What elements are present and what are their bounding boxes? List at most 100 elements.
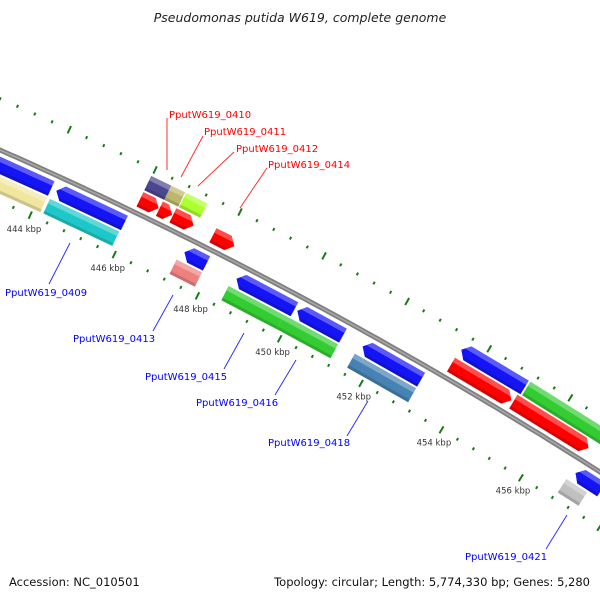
minor-tick: [407, 409, 412, 413]
gene-feature[interactable]: [0, 152, 55, 196]
feature-label-0418[interactable]: PputW619_0418: [268, 438, 350, 449]
minor-tick: [422, 309, 426, 313]
leader-line-0409: [48, 242, 71, 285]
gene-feature[interactable]: [43, 198, 120, 246]
minor-tick: [423, 418, 428, 423]
gene-bevel-dark: [144, 187, 166, 200]
minor-tick: [50, 120, 54, 124]
gene-bevel-dark: [43, 210, 114, 246]
gene-body: [362, 342, 426, 387]
minor-tick: [343, 372, 347, 377]
feature-label-0413[interactable]: PputW619_0413: [73, 334, 155, 345]
major-tick: [358, 379, 364, 388]
minor-tick: [535, 485, 539, 490]
leader-line-0418: [346, 400, 369, 437]
gene-feature[interactable]: [236, 274, 299, 317]
major-tick: [27, 211, 33, 220]
feature-label-0416[interactable]: PputW619_0416: [196, 398, 278, 409]
genome-summary-text: Topology: circular; Length: 5,774,330 bp…: [273, 575, 590, 589]
gene-feature[interactable]: [522, 381, 600, 468]
minor-tick: [438, 318, 442, 323]
gene-bevel-dark: [347, 364, 410, 403]
gene-body: [221, 286, 285, 330]
minor-tick: [305, 245, 309, 249]
minor-tick: [170, 176, 174, 181]
gene-feature[interactable]: [164, 185, 186, 207]
gene-feature[interactable]: [221, 286, 285, 330]
gene-bevel-light: [174, 259, 202, 277]
feature-label-0421[interactable]: PputW619_0421: [465, 552, 547, 563]
minor-tick: [79, 236, 83, 241]
leader-lines: [48, 118, 568, 550]
tick-label: 450 kbp: [255, 348, 290, 358]
minor-tick: [261, 328, 265, 332]
feature-label-0412[interactable]: PputW619_0412: [236, 144, 318, 155]
minor-tick: [327, 363, 331, 368]
minor-tick: [503, 466, 507, 470]
gene-body: [509, 394, 589, 452]
minor-tick: [212, 302, 216, 307]
minor-tick: [520, 366, 524, 371]
gene-body: [347, 353, 417, 403]
gene-feature[interactable]: [557, 479, 588, 506]
gene-feature[interactable]: [184, 248, 211, 271]
minor-tick: [310, 354, 314, 359]
gene-feature[interactable]: [575, 470, 600, 497]
minor-tick: [119, 151, 123, 156]
minor-tick: [0, 97, 2, 101]
gene-feature[interactable]: [461, 346, 529, 395]
gene-bevel-dark: [363, 352, 419, 387]
minor-tick: [389, 290, 393, 295]
gene-feature[interactable]: [362, 342, 426, 387]
gene-body: [169, 208, 194, 230]
gene-bevel-light: [149, 175, 172, 191]
gene-bevel-light: [188, 248, 211, 261]
gene-bevel-dark: [298, 317, 341, 343]
major-tick: [194, 291, 201, 300]
minor-tick: [187, 184, 191, 189]
gene-feature[interactable]: [509, 394, 589, 452]
feature-label-0411[interactable]: PputW619_0411: [204, 127, 286, 138]
gene-bevel-light: [174, 208, 193, 222]
major-tick: [321, 251, 327, 260]
gene-bevel-light: [366, 342, 426, 378]
gene-bevel-light: [47, 198, 120, 236]
gene-body: [0, 156, 55, 196]
gene-feature[interactable]: [56, 186, 128, 231]
tick-label: 454 kbp: [417, 439, 452, 449]
gene-bevel-light: [59, 186, 128, 221]
gene-bevel-light: [183, 192, 208, 208]
minor-tick: [552, 386, 556, 390]
minor-tick: [129, 260, 133, 265]
gene-feature[interactable]: [347, 353, 417, 403]
major-tick: [596, 524, 600, 532]
minor-tick: [372, 281, 376, 285]
gene-body: [136, 192, 159, 213]
major-tick: [438, 425, 445, 434]
minor-tick: [455, 437, 460, 442]
feature-label-0409[interactable]: PputW619_0409: [5, 288, 87, 299]
minor-tick: [582, 515, 586, 520]
gene-bevel-dark: [447, 369, 505, 404]
gene-feature[interactable]: [297, 307, 347, 343]
gene-feature[interactable]: [144, 175, 172, 200]
accession-text: Accession: NC_010501: [9, 575, 140, 589]
gene-feature[interactable]: [447, 357, 512, 404]
gene-feature[interactable]: [169, 208, 194, 230]
gene-feature[interactable]: [155, 201, 173, 220]
leader-line-0414: [239, 167, 268, 209]
feature-label-0415[interactable]: PputW619_0415: [145, 372, 227, 383]
gene-feature[interactable]: [276, 315, 339, 359]
gene-body: [575, 470, 600, 497]
gene-bevel-light: [0, 156, 55, 186]
gene-feature[interactable]: [209, 228, 235, 251]
gene-feature[interactable]: [169, 259, 203, 287]
gene-feature[interactable]: [179, 192, 208, 218]
minor-tick: [228, 311, 233, 315]
feature-label-0410[interactable]: PputW619_0410: [169, 110, 251, 121]
feature-labels: PputW619_0410 PputW619_0411 PputW619_041…: [5, 110, 547, 563]
gene-feature[interactable]: [0, 166, 47, 213]
feature-label-0414[interactable]: PputW619_0414: [268, 160, 350, 171]
leader-line-0421: [545, 514, 568, 550]
gene-feature[interactable]: [136, 192, 159, 213]
